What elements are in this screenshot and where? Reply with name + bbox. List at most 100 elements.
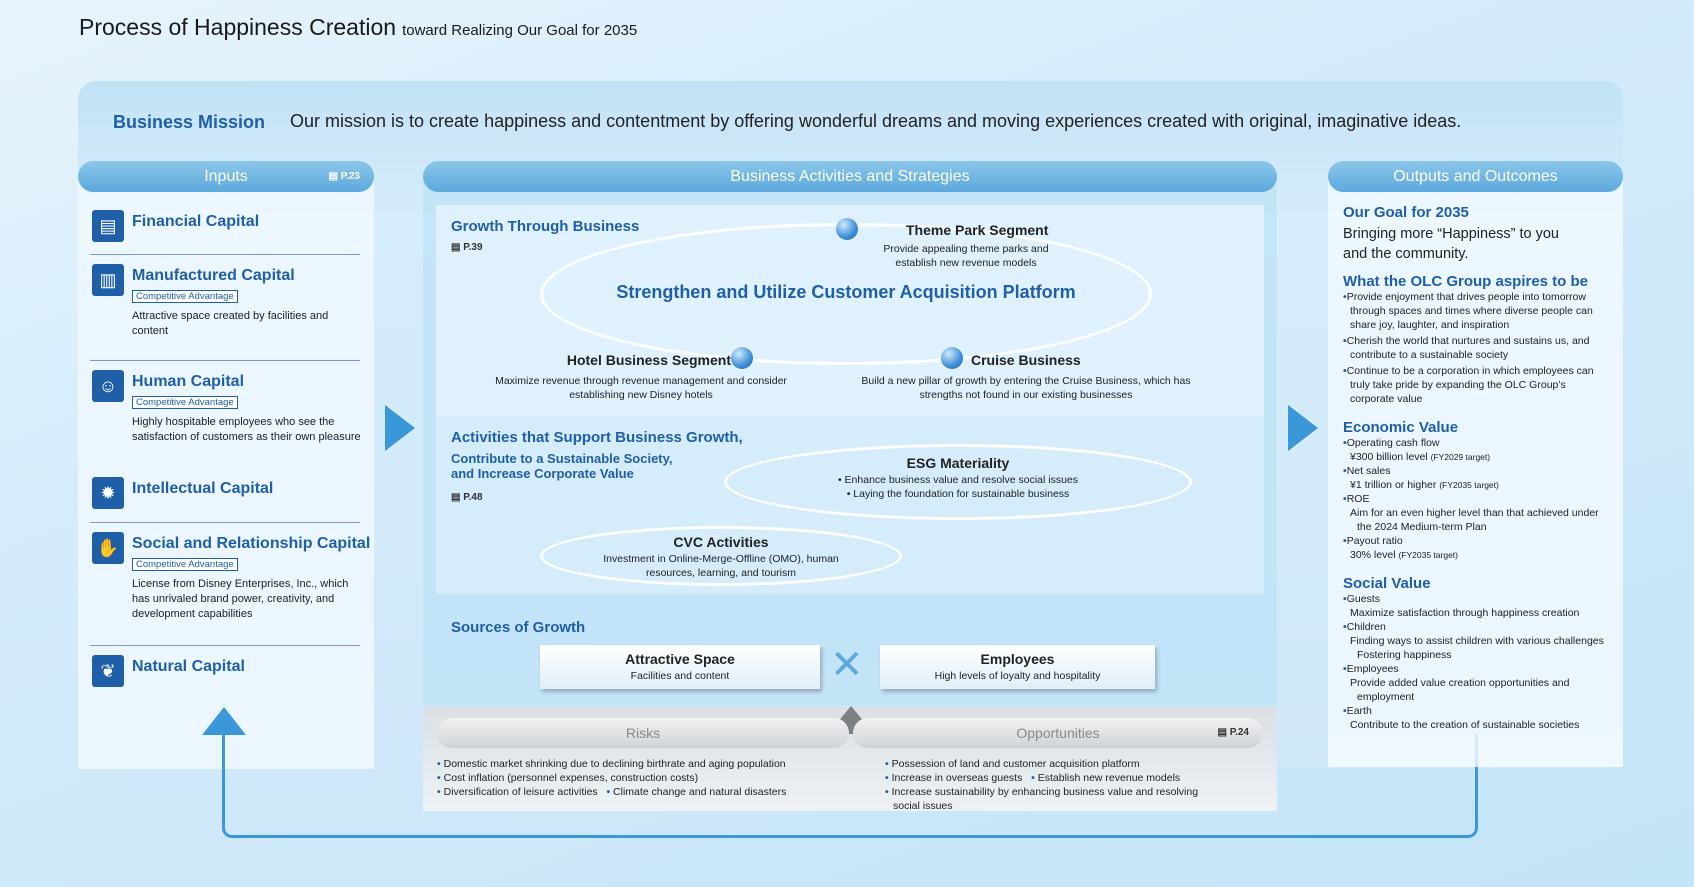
economic-value: ¥1 trillion or higher [1350,479,1437,491]
handshake-icon: ✋ [92,532,124,564]
capital-desc: License from Disney Enterprises, Inc., w… [132,578,349,620]
segment-ball-icon [731,347,753,369]
risks-list: • Domestic market shrinking due to decli… [437,757,857,799]
cvc-title: CVC Activities [673,534,769,550]
opportunity-item: • Increase in overseas guests • Establis… [885,772,1181,784]
risk-text: Cost inflation (personnel expenses, cons… [443,772,699,784]
money-icon: ▤ [92,210,124,242]
aspire-item: •Cherish the world that nurtures and sus… [1343,335,1590,361]
page-ref-label: P.39 [463,242,483,253]
social-title: Social Value [1343,575,1431,592]
capital-name: Human Capital [132,373,245,390]
sources-title: Sources of Growth [451,619,586,636]
risk-text: Diversification of leisure activities [443,786,598,798]
page-ref-label: P.24 [1229,727,1249,738]
economic-value: ¥300 billion level [1350,451,1428,463]
outputs-column [1328,176,1623,767]
buildings-icon: ▥ [92,264,124,296]
growth-title: Growth Through Business [451,218,640,235]
inputs-column: ▤Financial Capital ▥Manufactured Capital… [78,176,374,769]
aspire-title: What the OLC Group aspires to be [1343,273,1589,290]
segment-desc: Build a new pillar of growth by entering… [861,375,1191,401]
capital-name: Manufactured Capital [132,267,295,284]
page-ref[interactable]: ▤ P.48 [451,492,483,503]
opportunities-label: Opportunities ▤ P.24 [853,718,1263,748]
risk-item: • Diversification of leisure activities … [437,786,787,798]
page-ref-label: P.48 [463,492,483,503]
capital-name: Natural Capital [132,658,245,675]
arrow-right-icon [385,405,415,451]
growth-box: Growth Through Business ▤ P.39 Strengthe… [436,205,1264,416]
support-box: Activities that Support Business Growth,… [436,416,1264,594]
people-icon: ☺ [92,370,124,402]
segment-name: Hotel Business Segment [566,352,731,368]
page-ref[interactable]: ▤ P.39 [451,242,483,253]
feedback-loop-line [222,734,1478,838]
esg-ellipse [724,444,1192,520]
economic-item: •Operating cash flow¥300 billion level (… [1343,437,1491,463]
lightbulb-icon: ✹ [92,477,124,509]
esg-item: • Laying the foundation for sustainable … [846,488,1070,500]
arrow-right-icon [1288,405,1318,451]
opportunity-item: • Increase sustainability by enhancing b… [885,786,1199,812]
title-main: Process of Happiness Creation [79,14,397,40]
title-sub: toward Realizing Our Goal for 2035 [402,22,638,39]
page-ref[interactable]: ▤ P.23 [328,171,360,182]
social-label: Children [1346,621,1386,633]
divider [90,522,360,523]
aspire-text: Provide enjoyment that drives people int… [1346,291,1593,331]
esg-title: ESG Materiality [906,455,1010,471]
risk-item: • Cost inflation (personnel expenses, co… [437,772,699,784]
economic-note: (FY2035 target) [1398,550,1458,560]
capital-name: Intellectual Capital [132,480,274,497]
goal-title: Our Goal for 2035 [1343,204,1469,221]
source-name: Attractive Space [625,651,735,667]
goal-text: Bringing more “Happiness” to you and the… [1343,226,1559,262]
social-value: Provide added value creation opportuniti… [1350,677,1570,703]
divider [90,360,360,361]
economic-label: Net sales [1346,465,1391,477]
platform-label: Strengthen and Utilize Customer Acquisit… [616,282,1076,302]
divider [90,254,360,255]
capital-desc: Highly hospitable employees who see the … [132,416,361,443]
segment-name: Cruise Business [971,352,1081,368]
aspire-item: •Continue to be a corporation in which e… [1343,365,1594,405]
aspire-text: Cherish the world that nurtures and sust… [1346,335,1590,361]
opportunity-item: • Possession of land and customer acquis… [885,758,1140,770]
risks-label: Risks [437,718,849,748]
economic-label: Operating cash flow [1346,437,1440,449]
cvc-desc: Investment in Online-Merge-Offline (OMO)… [603,553,839,579]
page-title: Process of Happiness Creation toward Real… [79,14,637,41]
outputs-column-bottom [1328,734,1623,767]
source-name: Employees [980,651,1055,667]
social-value: Finding ways to assist children with var… [1350,635,1604,661]
esg-item-text: Laying the foundation for sustainable bu… [853,488,1070,500]
support-title: Activities that Support Business Growth, [451,429,743,446]
social-label: Guests [1346,593,1380,605]
aspire-text: Continue to be a corporation in which em… [1346,365,1594,405]
leaf-icon: ❦ [92,655,124,687]
mission-text: Our mission is to create happiness and c… [290,111,1462,131]
risk-item: • Domestic market shrinking due to decli… [437,758,786,770]
risk-text: Domestic market shrinking due to declini… [443,758,786,770]
activities-header: Business Activities and Strategies [423,161,1277,192]
opportunities-list: • Possession of land and customer acquis… [885,757,1215,813]
capital-name: Social and Relationship Capital [132,535,371,552]
page-ref-label: P.23 [340,171,360,182]
page-ref[interactable]: ▤ P.24 [1217,727,1249,738]
support-subtitle: Contribute to a Sustainable Society, and… [451,451,673,481]
opportunities-text: Opportunities [1016,725,1100,741]
source-desc: High levels of loyalty and hospitality [934,670,1101,682]
competitive-advantage-badge: Competitive Advantage [132,396,238,409]
segment-ball-icon [836,218,858,240]
